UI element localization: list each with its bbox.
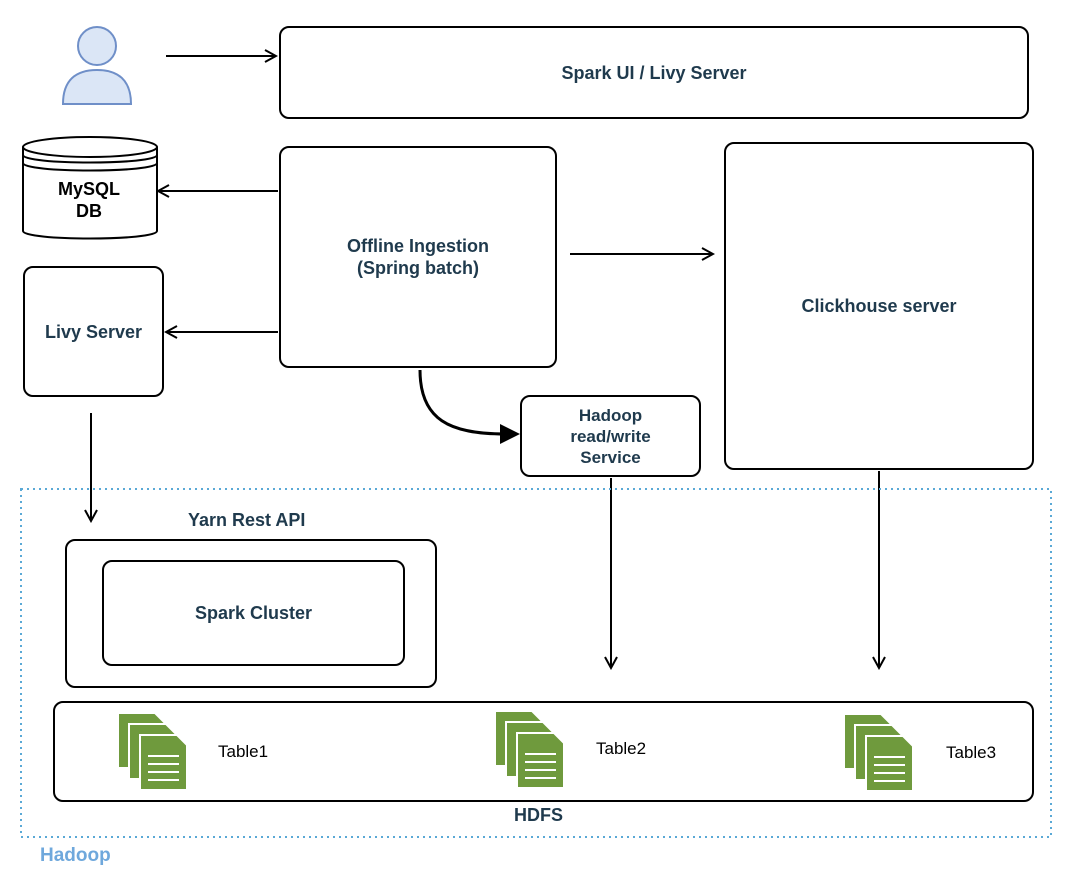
livy-server-box: Livy Server — [23, 266, 164, 397]
hadoop-label: Hadoop — [40, 845, 111, 866]
table-file-icon — [494, 710, 565, 789]
table-file-icon — [843, 713, 914, 792]
livy-server-label: Livy Server — [44, 321, 143, 342]
spark-ui-livy-server-box: Spark UI / Livy Server — [279, 26, 1029, 119]
arrow-offline-to-hadoop-rw — [418, 369, 506, 436]
hdfs-label: HDFS — [514, 805, 563, 825]
database-icon — [22, 136, 158, 240]
user-icon — [61, 26, 133, 105]
spark-cluster-label: Spark Cluster — [194, 603, 313, 623]
yarn-rest-api-label: Yarn Rest API — [188, 510, 306, 530]
spark-ui-label: Spark UI / Livy Server — [561, 62, 747, 83]
clickhouse-server-box: Clickhouse server — [724, 142, 1034, 470]
clickhouse-label: Clickhouse server — [801, 296, 957, 316]
offline-ingestion-label: Offline Ingestion (Spring batch) — [347, 236, 489, 278]
offline-ingestion-box: Offline Ingestion (Spring batch) — [279, 146, 557, 368]
hadoop-rw-service-box: Hadoop read/write Service — [520, 395, 701, 477]
mysql-db-label: MySQL DB — [57, 179, 120, 221]
spark-cluster-box: Spark Cluster — [102, 560, 405, 666]
table1-label: Table1 — [218, 742, 269, 761]
table-file-icon — [117, 712, 188, 791]
hadoop-boundary — [20, 488, 1052, 838]
table2-label: Table2 — [596, 739, 647, 758]
hadoop-rw-label: Hadoop read/write Service — [570, 405, 651, 467]
table3-label: Table3 — [946, 743, 997, 762]
